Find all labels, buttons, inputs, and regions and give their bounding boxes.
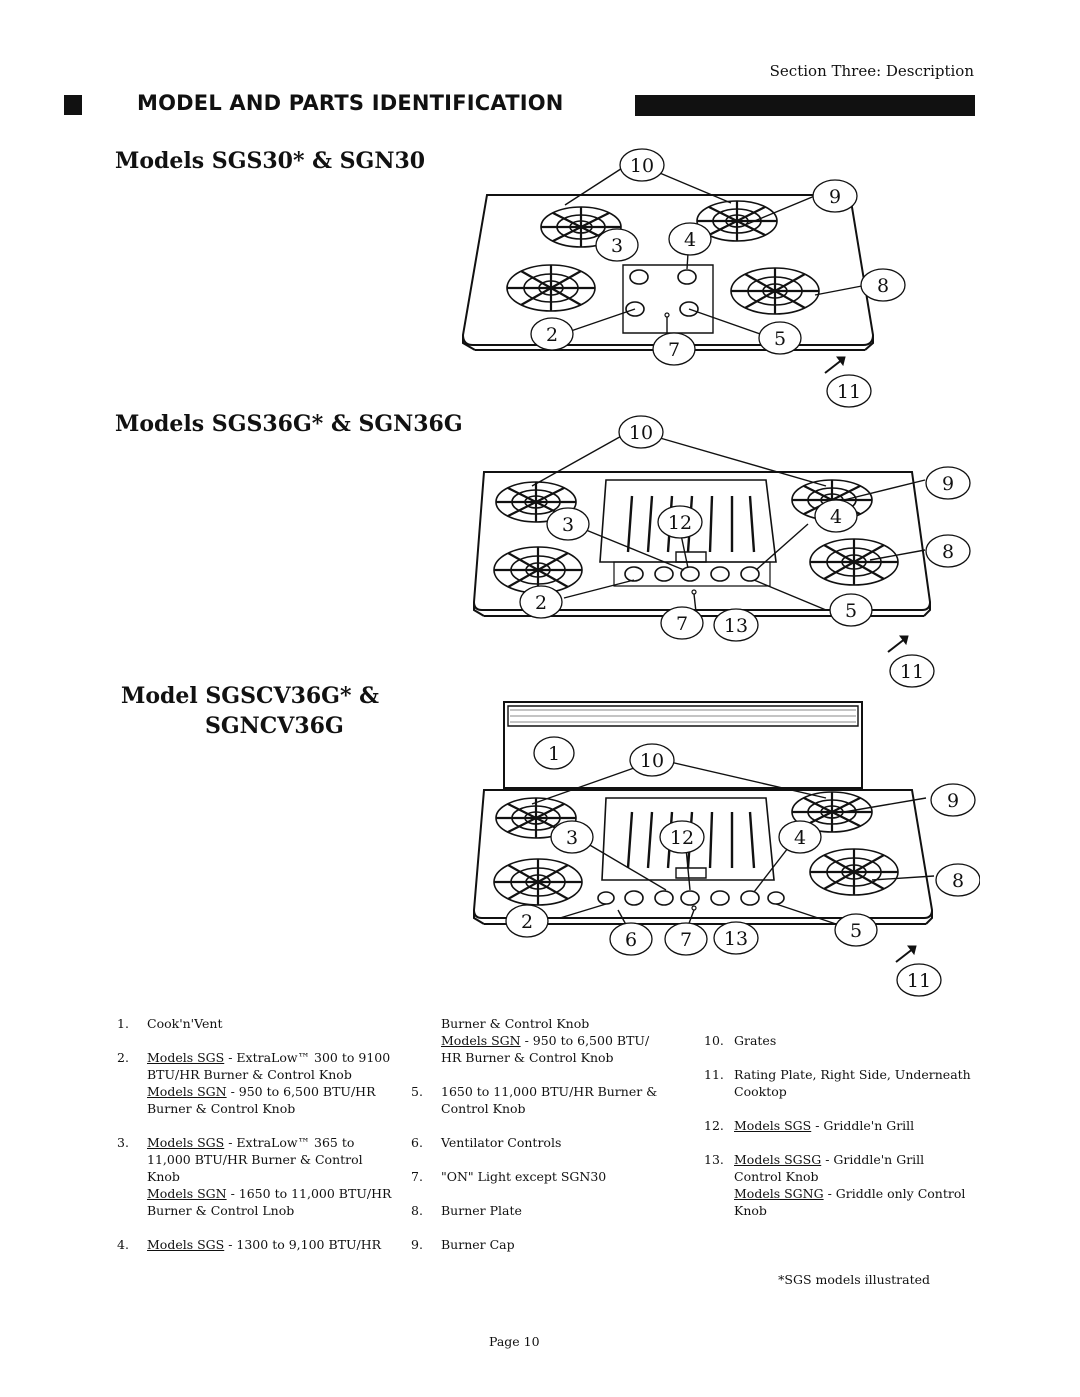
callout-2: 2 <box>535 592 547 614</box>
callout-7: 7 <box>680 929 692 951</box>
page-title: MODEL AND PARTS IDENTIFICATION <box>137 91 564 115</box>
callout-3: 3 <box>611 235 623 257</box>
callout-13: 13 <box>724 928 748 950</box>
callout-4: 4 <box>830 506 842 528</box>
callout-5: 5 <box>774 328 786 350</box>
callout-13: 13 <box>724 615 748 637</box>
callout-9: 9 <box>829 186 841 208</box>
callout-10: 10 <box>640 750 664 772</box>
callout-12: 12 <box>668 512 692 534</box>
header-square-mark <box>64 95 82 115</box>
section-label: Section Three: Description <box>769 62 974 80</box>
callout-1: 1 <box>548 743 560 765</box>
cooktop-diagram-30: 10 9 3 4 8 2 7 5 11 <box>461 148 906 408</box>
cooktop-diagram-36g: 10 9 3 12 4 8 2 7 13 5 11 <box>472 415 971 688</box>
callout-3: 3 <box>566 827 578 849</box>
model-title-sgs30: Models SGS30* & SGN30 <box>115 148 426 174</box>
callout-4: 4 <box>684 229 696 251</box>
callout-8: 8 <box>942 541 954 563</box>
callout-2: 2 <box>546 324 558 346</box>
callout-11: 11 <box>900 661 924 683</box>
callout-2: 2 <box>521 911 533 933</box>
callout-4: 4 <box>794 827 806 849</box>
callout-8: 8 <box>877 275 889 297</box>
callout-11: 11 <box>837 381 861 403</box>
model-title-sgscv36g-line2: SGNCV36G <box>205 713 344 739</box>
callout-10: 10 <box>629 422 653 444</box>
header-rule-bar <box>635 95 975 116</box>
callout-11: 11 <box>907 970 931 992</box>
callout-7: 7 <box>676 613 688 635</box>
callout-8: 8 <box>952 870 964 892</box>
page-number: Page 10 <box>489 1334 540 1349</box>
callout-7: 7 <box>668 339 680 361</box>
callout-9: 9 <box>947 790 959 812</box>
callout-6: 6 <box>625 929 637 951</box>
model-title-sgs36g: Models SGS36G* & SGN36G <box>115 411 463 437</box>
callout-5: 5 <box>845 600 857 622</box>
cooktop-diagram-cv36g: 1 10 9 3 12 4 8 2 6 7 13 5 11 <box>472 701 980 997</box>
callout-9: 9 <box>942 473 954 495</box>
callout-5: 5 <box>850 920 862 942</box>
footnote: *SGS models illustrated <box>778 1272 930 1287</box>
model-title-sgscv36g-line1: Model SGSCV36G* & <box>121 683 379 709</box>
callout-3: 3 <box>562 514 574 536</box>
callout-10: 10 <box>630 155 654 177</box>
callout-12: 12 <box>670 827 694 849</box>
